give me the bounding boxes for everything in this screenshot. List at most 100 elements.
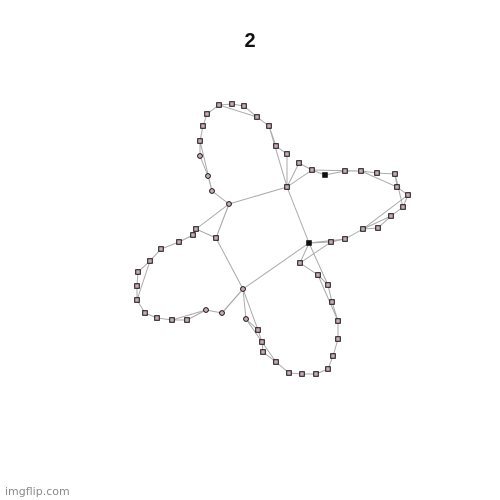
graph-node [329,299,335,305]
graph-node [200,123,206,129]
graph-node [135,269,141,275]
graph-node [360,226,366,232]
graph-node [240,286,246,292]
graph-node [241,103,247,109]
graph-edge [218,104,258,118]
graph-edge [160,241,180,250]
graph-node [142,310,148,316]
graph-node [388,213,394,219]
graph-edge [268,125,288,188]
graph-node [342,236,348,242]
graph-edge [228,186,288,205]
graph-node [299,371,305,377]
graph-edge [324,170,346,176]
graph-node [392,171,398,177]
graph-node [315,272,321,278]
figure-title: 2 [244,30,256,52]
graph-node [203,307,209,313]
graph-edge [376,172,396,175]
graph-edge [317,274,339,322]
graph-node [158,246,164,252]
graph-edge [171,309,207,321]
graph-node [226,201,232,207]
graph-node [255,327,261,333]
graph-node [204,111,210,117]
graph-node [322,172,328,178]
graph-node [243,316,249,322]
graph-node [284,151,290,157]
graph-node [273,359,279,365]
graph-node [229,101,235,107]
graph-edge [215,237,244,290]
imgflip-watermark: imgflip.com [5,485,70,498]
graph-edge [199,140,213,192]
graph-node [342,168,348,174]
graph-node [335,336,341,342]
graph-edge [195,203,230,230]
graph-edge [186,309,207,321]
graph-node [134,283,140,289]
graph-node [325,282,331,288]
graph-node [325,366,331,372]
graph-edge [286,169,313,188]
graph-node [205,173,211,179]
graph-edge [311,169,362,172]
graph-edge [242,242,310,290]
graph-node [209,188,215,194]
graph-node [358,168,364,174]
graph-edge [215,203,230,239]
graph-node [375,225,381,231]
graph-edge [242,288,259,331]
graph-node [213,235,219,241]
graph-node [216,102,222,108]
graph-node [286,370,292,376]
graph-node [306,240,312,246]
graph-node [134,297,140,303]
graph-node [184,317,190,323]
graph-node [169,317,175,323]
graph-edge [327,284,333,303]
graph-node [197,138,203,144]
graph-node [328,239,334,245]
graph-edge [308,242,329,286]
graph-node [335,318,341,324]
node-layer [134,101,411,377]
graph-node [400,204,406,210]
graph-edge [360,170,398,188]
graph-edge [221,288,244,314]
graph-edge [242,288,247,320]
graph-edge [299,262,319,276]
graph-node [297,260,303,266]
graph-edge [362,194,409,230]
graph-edge [362,215,392,230]
graph-node [219,310,225,316]
graph-edge [394,173,404,208]
graph-node [374,170,380,176]
graph-node [296,160,302,166]
graph-edge [211,190,230,205]
graph-node [197,153,203,159]
graph-node [260,349,266,355]
graph-edge [199,155,209,177]
graph-edge [299,241,332,264]
graph-node [176,239,182,245]
graph-edge [136,260,151,301]
graph-node [394,184,400,190]
graph-node [254,114,260,120]
graph-node [330,353,336,359]
graph-node [284,184,290,190]
edge-layer [136,103,409,375]
graph-edge [308,238,346,244]
graph-node [405,192,411,198]
graph-node [147,258,153,264]
graph-node [266,123,272,129]
graph-node [309,167,315,173]
graph-edge [286,162,300,188]
graph-edge [332,338,339,357]
graph-edge [195,228,217,239]
graph-node [313,371,319,377]
graph-node [193,226,199,232]
graph-edge [286,186,310,244]
graph-node [154,315,160,321]
